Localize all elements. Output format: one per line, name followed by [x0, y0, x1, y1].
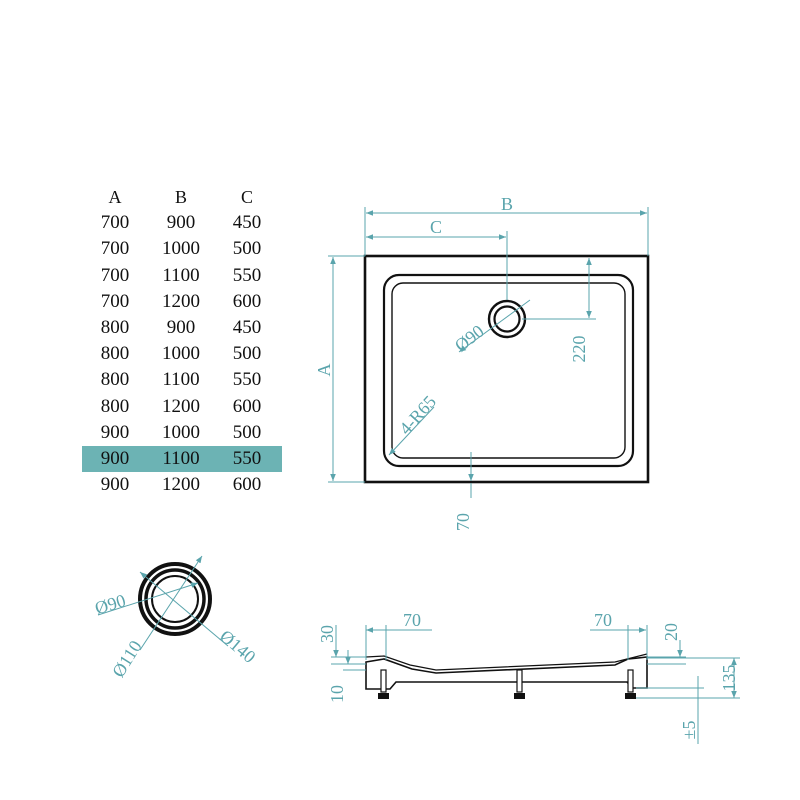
drain-detail-middle-ring [144, 568, 206, 630]
table-cell-b: 900 [166, 317, 196, 339]
drain-detail-outer-ring [138, 562, 212, 636]
table-row: 700 1000 500 [82, 236, 282, 262]
table-cell-a: 900 [100, 421, 130, 443]
table-cell-b: 900 [166, 212, 196, 234]
d140-leader [139, 571, 229, 647]
table-cell-c: 450 [232, 212, 262, 234]
table-header-row: A B C [82, 184, 282, 210]
table-cell-a: 700 [100, 212, 130, 234]
label-d90: Ø90 [92, 590, 127, 618]
header-b: B [174, 186, 187, 207]
table-row: 800 1100 550 [82, 367, 282, 393]
table-cell-c: 500 [232, 421, 262, 443]
side-view [365, 653, 648, 699]
table-cell-c: 450 [232, 317, 262, 339]
tray-top-surface [365, 653, 648, 671]
label-h10: 10 [327, 685, 347, 703]
right-foot-base [625, 693, 636, 699]
table-cell-a: 800 [100, 395, 130, 417]
label-side-70-left: 70 [403, 610, 421, 630]
label-c: C [430, 217, 442, 237]
side-view-dimensions [331, 625, 740, 744]
left-foot-base [378, 693, 389, 699]
table-cell-c: 600 [232, 474, 262, 496]
side-view-labels: 70 70 30 10 20 135 ±5 [317, 610, 739, 739]
table-cell-b: 1200 [162, 474, 200, 496]
table-cell-b: 1000 [162, 421, 200, 443]
label-tolerance: ±5 [679, 721, 699, 740]
label-d110: Ø110 [108, 637, 146, 681]
left-foot [380, 669, 387, 693]
table-cell-c: 550 [232, 369, 262, 391]
label-a: A [314, 364, 334, 377]
label-h135: 135 [719, 665, 739, 692]
top-view-labels: B C A 220 70 Ø90 4-R65 [314, 194, 589, 531]
label-b: B [501, 194, 513, 214]
label-d140: Ø140 [216, 626, 259, 667]
table-cell-a: 700 [100, 290, 130, 312]
table-cell-b: 1200 [162, 290, 200, 312]
center-drain-base [514, 693, 525, 699]
table-cell-b: 1100 [162, 447, 200, 469]
drain-detail-inner-ring [151, 575, 199, 623]
table-row: 800 1000 500 [82, 341, 282, 367]
table-cell-b: 1200 [162, 395, 200, 417]
table-cell-c: 550 [232, 447, 262, 469]
table-cell-b: 1000 [162, 343, 200, 365]
table-row: 700 900 450 [82, 210, 282, 236]
tray-rim-outline [382, 273, 635, 468]
table-row: 800 900 450 [82, 315, 282, 341]
d110-leader [139, 555, 203, 651]
label-drain-90: Ø90 [451, 321, 488, 356]
table-cell-a: 800 [100, 343, 130, 365]
table-cell-c: 500 [232, 238, 262, 260]
table-cell-b: 1000 [162, 238, 200, 260]
header-c: C [240, 186, 253, 207]
table-cell-b: 1100 [162, 369, 200, 391]
table-cell-c: 600 [232, 395, 262, 417]
table-cell-a: 800 [100, 369, 130, 391]
tray-basin-outline [391, 282, 626, 459]
label-h30: 30 [317, 625, 337, 643]
table-row: 700 1100 550 [82, 263, 282, 289]
table-row: 700 1200 600 [82, 289, 282, 315]
header-a: A [108, 186, 122, 207]
table-cell-a: 700 [100, 238, 130, 260]
center-drain-leg [516, 669, 523, 693]
label-70: 70 [453, 513, 473, 531]
drain-inner-ring [493, 305, 521, 333]
label-side-70-right: 70 [594, 610, 612, 630]
dimensions-table: A B C 700 900 450 700 1000 500 700 1100 550 700 12… [82, 184, 282, 498]
table-row: 800 1200 600 [82, 394, 282, 420]
table-cell-a: 900 [100, 474, 130, 496]
d90-leader [97, 582, 199, 616]
right-foot [627, 669, 634, 693]
table-cell-a: 900 [100, 447, 130, 469]
table-cell-c: 500 [232, 343, 262, 365]
table-row: 900 1000 500 [82, 420, 282, 446]
table-cell-a: 800 [100, 317, 130, 339]
label-220: 220 [569, 336, 589, 363]
drain-leader [458, 299, 531, 353]
drain-detail: Ø90 Ø110 Ø140 [92, 555, 260, 681]
label-radius: 4-R65 [395, 392, 440, 439]
tray-side-profile [365, 656, 648, 690]
table-cell-c: 600 [232, 290, 262, 312]
table-cell-c: 550 [232, 264, 262, 286]
radius-leader [388, 406, 435, 456]
table-row-highlighted: 900 1100 550 [82, 445, 282, 473]
table-cell-a: 700 [100, 264, 130, 286]
table-row: 900 1200 600 [82, 472, 282, 498]
top-view-dimensions [328, 207, 649, 498]
table-cell-b: 1100 [162, 264, 200, 286]
label-h20: 20 [661, 623, 681, 641]
